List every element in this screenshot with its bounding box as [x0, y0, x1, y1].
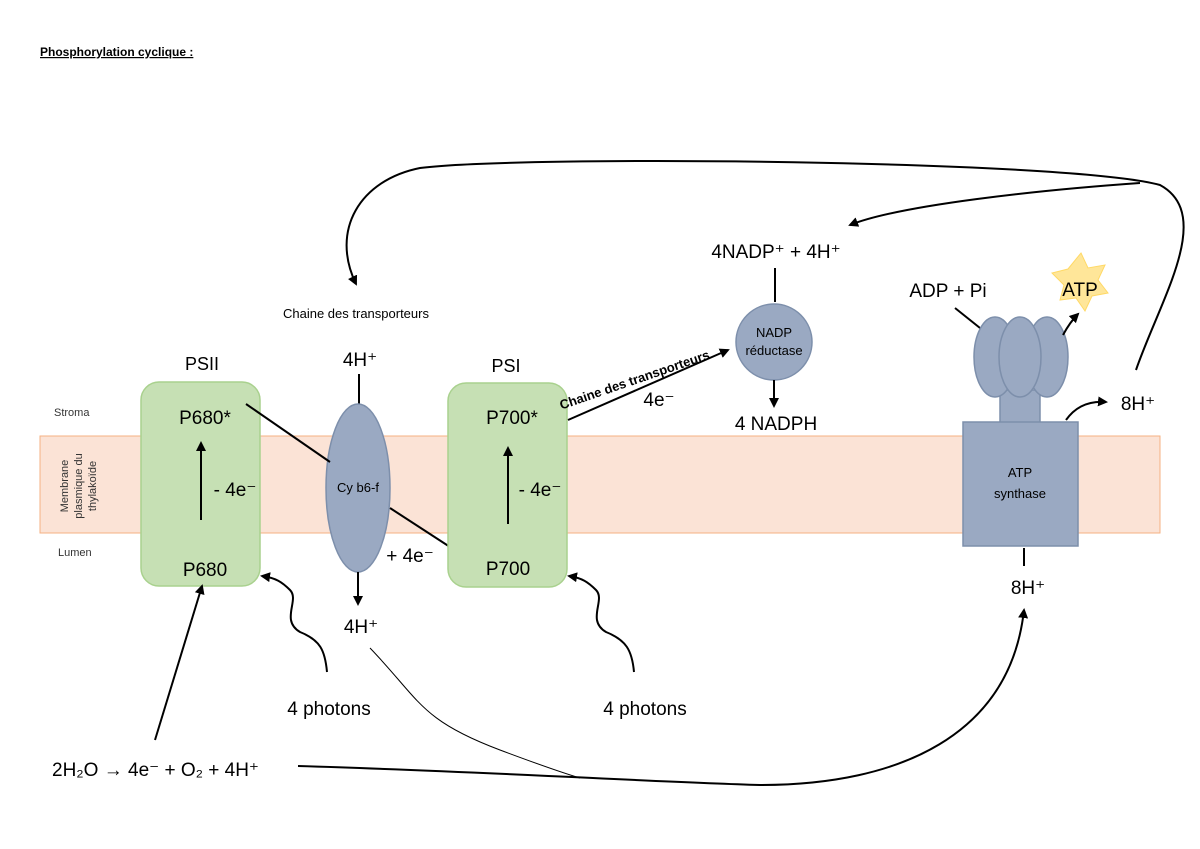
psii-electron-transfer: - 4e⁻ — [214, 480, 257, 501]
atp-protons-stroma: 8H⁺ — [1121, 394, 1155, 415]
membrane-label-line-1: Membrane — [59, 460, 71, 513]
electron-arrow-psi-to-nadp — [567, 348, 730, 421]
membrane-label-line-3: thylakoïde — [87, 461, 99, 511]
cytochrome-protons-out: 4H⁺ — [344, 617, 378, 638]
atp-proton-arrow-stroma — [1065, 396, 1108, 421]
photons-psi: 4 photons — [603, 699, 686, 720]
photon-arrow-psii — [260, 572, 328, 673]
water-electron-arrow — [154, 584, 205, 741]
lumen-label: Lumen — [58, 547, 92, 559]
carrier-chain-label: Chaine des transporteurs — [283, 306, 429, 321]
psi-electron-transfer: - 4e⁻ — [519, 480, 562, 501]
psii-p680-excited: P680* — [179, 408, 231, 429]
membrane-label: Membrane plasmique du thylakoïde — [59, 453, 99, 518]
proton-arrow-to-nadp — [848, 182, 1141, 227]
atp-synthase-label-line-1: ATP — [1008, 465, 1032, 480]
atp-protons-lumen: 8H⁺ — [1011, 578, 1045, 599]
psi-p700: P700 — [486, 559, 530, 580]
atp-synthase-label-line-2: synthase — [994, 486, 1046, 501]
membrane-label-line-2: plasmique du — [73, 453, 85, 518]
cyclic-return-arrow — [345, 160, 1185, 371]
atp-star-icon — [1051, 252, 1109, 313]
photons-psii: 4 photons — [287, 699, 370, 720]
psii-p680: P680 — [183, 560, 227, 581]
atp-synthase-head-center — [998, 316, 1042, 398]
atp-output-arrow — [1062, 312, 1080, 336]
photon-arrow-psi — [567, 572, 635, 673]
stroma-label: Stroma — [54, 407, 90, 419]
psii-label: PSII — [185, 354, 219, 374]
page-title: Phosphorylation cyclique : — [40, 45, 193, 59]
atp-product: ATP — [1062, 280, 1098, 301]
nadp-electrons: 4e⁻ — [643, 390, 674, 411]
atp-input: ADP + Pi — [909, 281, 986, 302]
nadp-input: 4NADP⁺ + 4H⁺ — [711, 242, 840, 263]
water-equation: 2H₂O → 4e⁻ + O₂ + 4H⁺ — [52, 760, 259, 781]
nadp-carrier-chain-label: Chaine des transporteurs — [558, 347, 712, 412]
psi-label: PSI — [491, 356, 520, 376]
nadp-label-line-2: réductase — [745, 343, 802, 358]
electron-arrow-psii-to-cytochrome — [245, 403, 331, 463]
cytochrome-label: Cy b6-f — [337, 480, 379, 495]
cytochrome-electrons: + 4e⁻ — [386, 546, 434, 567]
psi-p700-excited: P700* — [486, 408, 538, 429]
nadp-label-line-1: NADP — [756, 325, 792, 340]
nadp-output: 4 NADPH — [735, 414, 817, 435]
nadp-reductase — [735, 303, 813, 381]
atp-synthase-base — [962, 421, 1079, 547]
lumen-proton-arrow-to-atp — [297, 608, 1029, 787]
cytochrome-protons-in: 4H⁺ — [343, 350, 377, 371]
lumen-proton-flow-line — [369, 647, 581, 779]
